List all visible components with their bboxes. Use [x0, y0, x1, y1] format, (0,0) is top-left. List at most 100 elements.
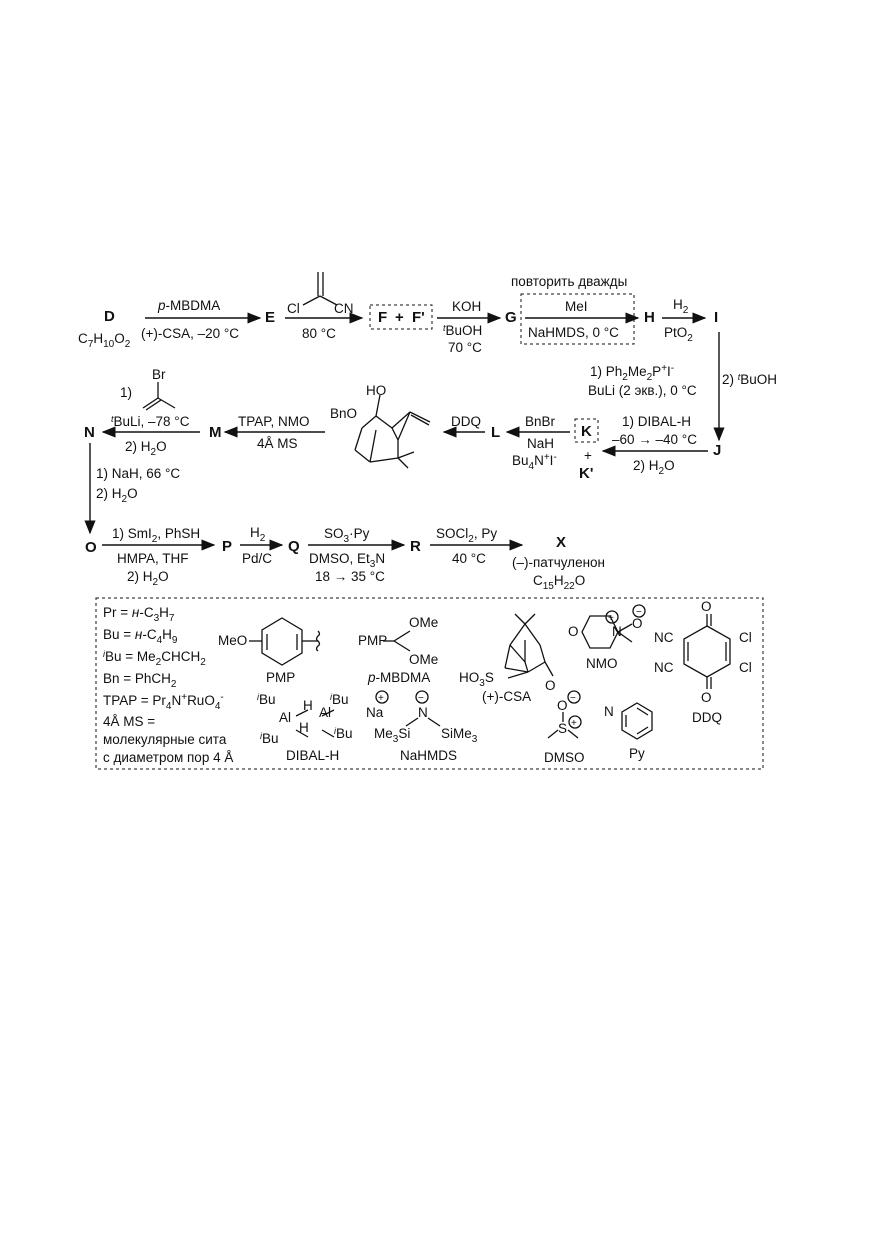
- struct-bno: BnO: [330, 406, 357, 421]
- legend-ibu: iBu = Me2CHCH2: [103, 649, 206, 668]
- nmo-o: O: [568, 624, 579, 639]
- pmbdma-structure: [383, 630, 411, 652]
- pmp-label: PMP: [266, 670, 295, 685]
- cond-k-l-2: NaH: [527, 436, 554, 451]
- compound-e: E: [265, 309, 275, 326]
- nahmds-label: NaHMDS: [400, 748, 457, 763]
- cond-j-k-3: 2) H2O: [633, 458, 675, 477]
- k-plus-sign: +: [584, 448, 592, 463]
- ddq-structure: [683, 614, 731, 689]
- compound-i: I: [714, 309, 718, 326]
- cond-l-m-top: DDQ: [451, 414, 481, 429]
- cond-j-k-2: –60 → –40 °C: [612, 432, 697, 447]
- ddq-label: DDQ: [692, 710, 722, 725]
- compound-x: X: [556, 534, 566, 551]
- pmbdma-ome1: OMe: [409, 615, 438, 630]
- pmbdma-pmp: PMP: [358, 633, 387, 648]
- legend-ms1: 4Å MS =: [103, 714, 155, 729]
- legend-bu: Bu = н-C4H9: [103, 627, 178, 646]
- compound-j: J: [713, 442, 721, 459]
- cond-f-g-bottom2: 70 °C: [448, 340, 482, 355]
- compound-f: F: [378, 309, 387, 326]
- chloroacrylonitrile-structure: [302, 272, 338, 306]
- vinyl-bromide-structure: [142, 382, 176, 411]
- compound-k-prime: K': [579, 465, 593, 482]
- pmp-meo: MeO: [218, 633, 247, 648]
- ddq-cl2: Cl: [739, 660, 752, 675]
- cond-n-br: Br: [152, 367, 166, 382]
- ddq-o1: O: [701, 599, 712, 614]
- nmo-structure: [581, 604, 646, 649]
- cond-n-o-2: 2) H2O: [96, 486, 138, 505]
- nahmds-structure: [375, 690, 441, 727]
- dmso-structure: [547, 690, 582, 739]
- nmo-plus: +: [608, 613, 614, 624]
- cond-m-n-top: TPAP, NMO: [238, 414, 310, 429]
- reagent-cn: CN: [334, 301, 354, 316]
- dmso-label: DMSO: [544, 750, 585, 765]
- cond-g-h-note: повторить дважды: [511, 274, 627, 289]
- dibal-h1: H: [303, 698, 313, 713]
- dmso-s: S: [558, 721, 567, 736]
- csa-o: O: [545, 678, 556, 693]
- py-n: N: [604, 704, 614, 719]
- compound-h: H: [644, 309, 655, 326]
- cond-i-j-3: 2) tBuOH: [722, 372, 777, 387]
- cond-p-q-top: H2: [250, 525, 266, 544]
- cond-n-h2o: 2) H2O: [125, 439, 167, 458]
- cond-i-j-1: 1) Ph2Me2P+I-: [590, 363, 674, 383]
- nahmds-sime3: SiMe3: [441, 726, 478, 745]
- cond-d-e-bottom: (+)-CSA, –20 °C: [141, 326, 239, 341]
- f-f-prime-box: [369, 304, 433, 330]
- cond-k-l-3: Bu4N+I-: [512, 452, 557, 472]
- ddq-cl1: Cl: [739, 630, 752, 645]
- csa-structure: [504, 613, 554, 679]
- csa-ho3s: HO3S: [459, 670, 494, 689]
- cond-r-x-bottom: 40 °C: [452, 551, 486, 566]
- cond-k-l-1: BnBr: [525, 414, 556, 429]
- dmso-o: O: [557, 698, 568, 713]
- compound-o: O: [85, 539, 97, 556]
- cond-m-n-bottom: 4Å MS: [257, 436, 298, 451]
- compound-q: Q: [288, 538, 300, 555]
- ddq-nc1: NC: [654, 630, 674, 645]
- reagent-cl: Cl: [287, 301, 300, 316]
- cond-f-g-top: KOH: [452, 299, 481, 314]
- cond-q-r-bottom: 18 → 35 °C: [315, 569, 385, 584]
- bicyclic-intermediate-structure: [354, 394, 431, 469]
- dibal-label: DIBAL-H: [286, 748, 339, 763]
- cond-h-i-bottom: PtO2: [664, 325, 693, 344]
- nmo-o2: O: [632, 616, 643, 631]
- dibal-h2: H: [299, 720, 309, 735]
- cond-n-tbuli: tBuLi, –78 °C: [111, 414, 190, 429]
- compound-m: M: [209, 424, 222, 441]
- compound-n: N: [84, 424, 95, 441]
- cond-f-g-bottom1: tBuOH: [443, 323, 482, 338]
- compound-r: R: [410, 538, 421, 555]
- nmo-label: NMO: [586, 656, 618, 671]
- compound-x-formula: C15H22O: [533, 573, 585, 592]
- dmso-plus: +: [571, 718, 577, 729]
- cond-o-p-mid: HMPA, THF: [117, 551, 189, 566]
- struct-ho: HO: [366, 383, 386, 398]
- legend-ms3: с диаметром пор 4 Å: [103, 750, 233, 765]
- dibal-ibu3: iBu: [260, 731, 279, 746]
- compound-g: G: [505, 309, 517, 326]
- legend-box: [95, 597, 764, 770]
- cond-g-h-top: MeI: [565, 299, 588, 314]
- cond-q-r-top: SO3·Py: [324, 526, 370, 545]
- cond-n-o-1: 1) NaH, 66 °C: [96, 466, 180, 481]
- nahmds-me3si: Me3Si: [374, 726, 410, 745]
- cond-o-p-top: 1) SmI2, PhSH: [112, 526, 200, 545]
- cond-o-p-bottom: 2) H2O: [127, 569, 169, 588]
- nmo-minus: −: [636, 607, 642, 618]
- cond-i-j-2: BuLi (2 экв.), 0 °C: [588, 383, 697, 398]
- cond-h-i-top: H2: [673, 297, 689, 316]
- nahmds-plus: +: [378, 693, 384, 704]
- compound-d-formula: C7H10O2: [78, 331, 131, 350]
- csa-label: (+)-CSA: [482, 689, 531, 704]
- cond-j-k-1: 1) DIBAL-H: [622, 414, 691, 429]
- dibal-al2: Al: [319, 705, 331, 720]
- legend-bn: Bn = PhCH2: [103, 671, 177, 690]
